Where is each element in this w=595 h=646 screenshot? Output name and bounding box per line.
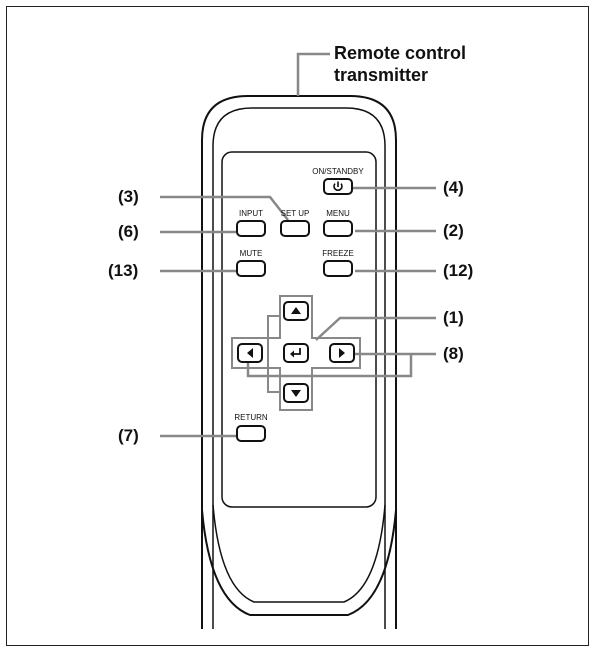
remote-bottom-curve [201,509,397,616]
triangle-down-icon [291,390,301,397]
power-icon [333,181,343,192]
title-line-1: Remote control [334,43,467,63]
remote-bottom-curve-inner [212,504,386,603]
title-line-2: transmitter [334,65,429,85]
diagram-title: Remote control transmitter [334,42,466,86]
dpad-outline [231,295,361,411]
mute-button[interactable] [236,260,266,277]
callout-6: (6) [118,222,139,241]
title-leader-line [296,52,330,96]
dpad-guide-down [267,376,280,393]
left-button[interactable] [237,343,263,363]
input-caption: INPUT [239,209,263,218]
callout-13: (13) [108,261,139,280]
on-standby-button[interactable] [323,178,353,195]
freeze-caption: FREEZE [322,249,354,258]
enter-button[interactable] [283,343,309,363]
freeze-button[interactable] [323,260,353,277]
enter-arrow-icon [290,348,301,358]
menu-button[interactable] [323,220,353,237]
leader-line-3 [160,195,289,221]
callout-4: (4) [443,178,464,197]
triangle-right-icon [339,348,345,358]
triangle-left-icon [247,348,253,358]
menu-caption: MENU [326,209,350,218]
triangle-up-icon [291,307,301,314]
button-panel [221,151,377,508]
input-button[interactable] [236,220,266,237]
callout-12: (12) [443,261,474,280]
up-button[interactable] [283,301,309,321]
callout-7: (7) [118,426,139,445]
remote-inner-rim [212,107,386,629]
mute-caption: MUTE [239,249,263,258]
leader-line-1 [315,316,436,341]
set-up-button[interactable] [280,220,310,237]
remote-diagram [160,52,436,629]
callout-2: (2) [443,221,464,240]
callout-8: (8) [443,344,464,363]
return-caption: RETURN [234,413,268,422]
down-button[interactable] [283,383,309,403]
callout-3: (3) [118,187,139,206]
dpad-guide-up [267,315,280,376]
set-up-caption: SET UP [280,209,310,218]
callout-1: (1) [443,308,464,327]
return-button[interactable] [236,425,266,442]
right-button[interactable] [329,343,355,363]
on-standby-caption: ON/STANDBY [312,167,364,176]
